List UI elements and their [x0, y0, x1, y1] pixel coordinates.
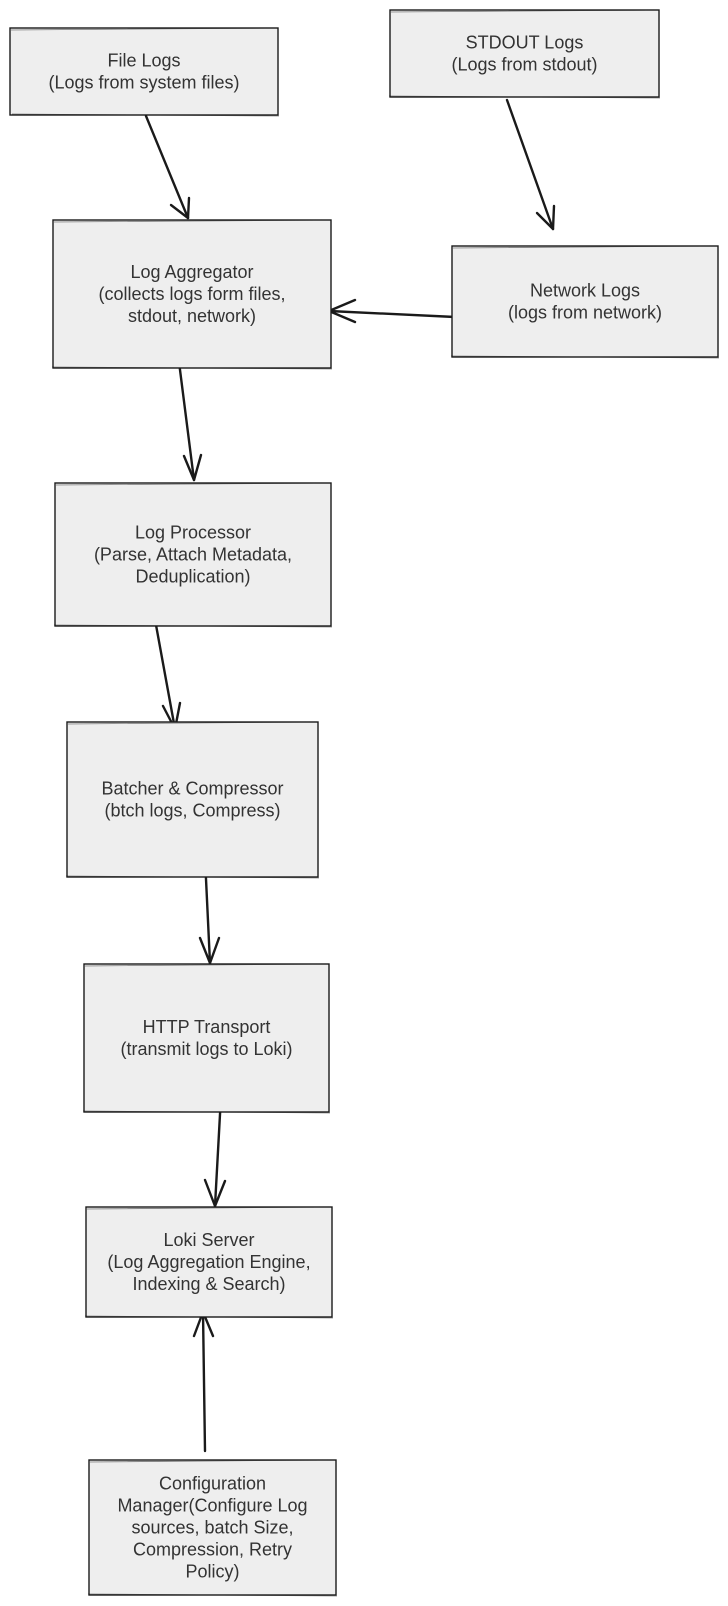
node-batcher-compressor: Batcher & Compressor(btch logs, Compress…	[65, 721, 320, 879]
node-file-logs: File Logs(Logs from system files)	[9, 27, 280, 117]
edge-aggregator-to-processor	[177, 360, 203, 482]
edge-network-logs-to-aggregator	[327, 298, 457, 324]
node-log-processor: Log Processor(Parse, Attach Metadata,Ded…	[53, 482, 333, 628]
edge-file-logs-to-aggregator	[144, 114, 191, 220]
edge-processor-to-batcher	[152, 612, 182, 731]
file-logs-label-line: (Logs from system files)	[48, 73, 239, 93]
loki-server-label-line: Loki Server	[163, 1230, 254, 1250]
log-aggregator-label-line: stdout, network)	[128, 306, 256, 326]
stdout-logs-label-line: STDOUT Logs	[466, 33, 584, 53]
file-logs-label-line: File Logs	[107, 51, 180, 71]
node-network-logs: Network Logs(logs from network)	[450, 245, 720, 359]
log-processor-label-line: Deduplication)	[135, 567, 250, 587]
config-manager-label-line: sources, batch Size,	[131, 1518, 293, 1538]
log-processor-label-line: Log Processor	[135, 523, 251, 543]
config-manager-label-line: Policy)	[185, 1562, 239, 1582]
network-logs-label-line: Network Logs	[530, 281, 640, 301]
config-manager-label-line: Configuration	[159, 1474, 266, 1494]
log-aggregator-label-line: Log Aggregator	[130, 262, 253, 282]
edge-http-to-loki	[203, 1094, 227, 1208]
node-stdout-logs: STDOUT Logs(Logs from stdout)	[388, 9, 661, 99]
loki-server-label-line: Indexing & Search)	[132, 1274, 285, 1294]
config-manager-label-line: Manager(Configure Log	[117, 1496, 307, 1516]
edge-stdout-to-network-logs	[505, 98, 556, 231]
node-log-aggregator: Log Aggregator(collects logs form files,…	[51, 219, 333, 370]
config-manager-label-line: Compression, Retry	[133, 1540, 292, 1560]
http-transport-label-line: (transmit logs to Loki)	[120, 1039, 292, 1059]
node-loki-server: Loki Server(Log Aggregation Engine,Index…	[84, 1206, 334, 1319]
edge-config-to-loki	[192, 1310, 215, 1453]
log-aggregator-label-line: (collects logs form files,	[98, 284, 285, 304]
stdout-logs-label-line: (Logs from stdout)	[451, 55, 597, 75]
node-http-transport: HTTP Transport(transmit logs to Loki)	[82, 963, 331, 1114]
batcher-compressor-label-line: (btch logs, Compress)	[104, 801, 280, 821]
http-transport-label-line: HTTP Transport	[143, 1017, 271, 1037]
loki-server-label-line: (Log Aggregation Engine,	[107, 1252, 310, 1272]
log-processor-label-line: (Parse, Attach Metadata,	[94, 545, 292, 565]
network-logs-label-line: (logs from network)	[508, 303, 662, 323]
batcher-compressor-label-line: Batcher & Compressor	[101, 779, 283, 799]
